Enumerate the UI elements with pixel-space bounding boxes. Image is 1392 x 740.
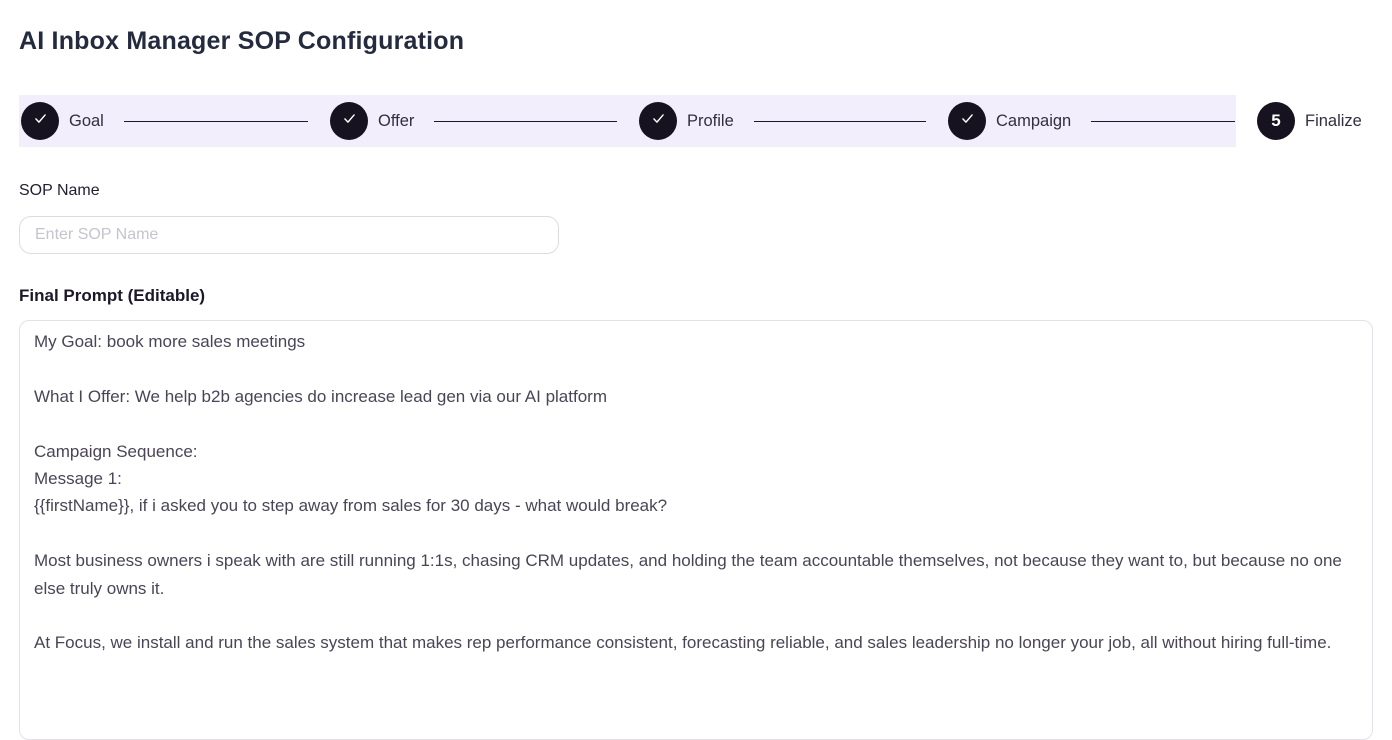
check-icon xyxy=(32,110,49,132)
step-number: 5 xyxy=(1271,111,1281,130)
step-finalize-circle: 5 xyxy=(1257,102,1295,140)
step-offer[interactable]: Offer xyxy=(328,102,637,140)
step-connector xyxy=(753,120,926,122)
step-campaign-label: Campaign xyxy=(996,111,1072,130)
check-icon xyxy=(959,110,976,132)
final-prompt-label: Final Prompt (Editable) xyxy=(19,286,206,305)
sop-name-label: SOP Name xyxy=(19,182,100,199)
page-title: AI Inbox Manager SOP Configuration xyxy=(19,27,465,55)
step-goal-label: Goal xyxy=(69,111,104,130)
step-profile-circle xyxy=(639,102,677,140)
step-offer-label: Offer xyxy=(378,111,415,130)
step-campaign[interactable]: Campaign xyxy=(946,102,1255,140)
step-finalize[interactable]: 5 Finalize xyxy=(1255,102,1373,140)
step-connector xyxy=(1091,120,1235,122)
step-profile-label: Profile xyxy=(687,111,734,130)
step-finalize-label: Finalize xyxy=(1305,111,1362,130)
stepper: Goal Offer Profile Campaign 5 xyxy=(19,95,1373,147)
step-goal-circle xyxy=(21,102,59,140)
step-goal[interactable]: Goal xyxy=(19,102,328,140)
step-campaign-circle xyxy=(948,102,986,140)
step-connector xyxy=(123,120,308,122)
final-prompt-textarea[interactable]: My Goal: book more sales meetings What I… xyxy=(19,320,1373,740)
sop-name-input[interactable] xyxy=(19,216,559,254)
step-connector xyxy=(434,120,617,122)
check-icon xyxy=(341,110,358,132)
step-profile[interactable]: Profile xyxy=(637,102,946,140)
step-offer-circle xyxy=(330,102,368,140)
check-icon xyxy=(650,110,667,132)
